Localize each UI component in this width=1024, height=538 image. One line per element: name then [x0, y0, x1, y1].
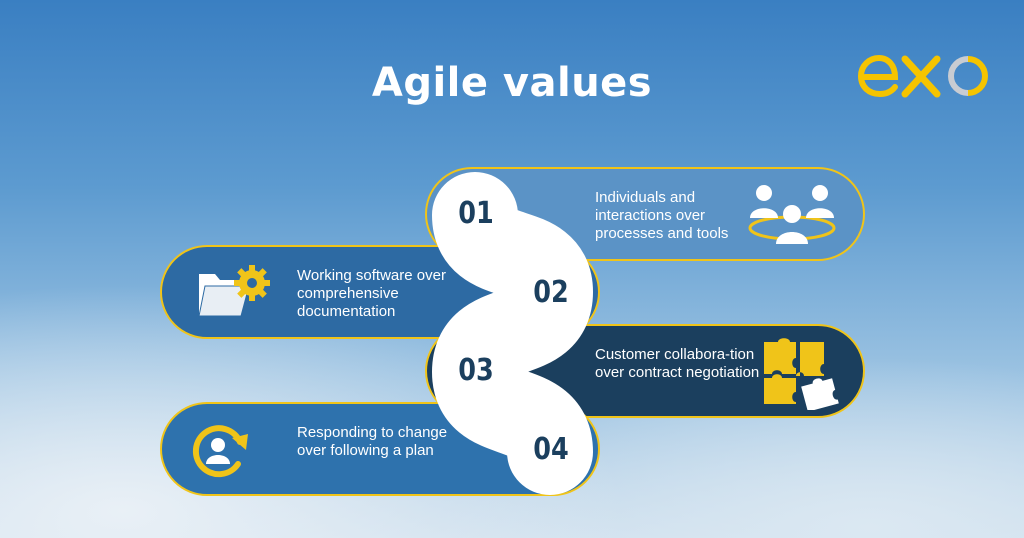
team-people-icon	[748, 185, 836, 244]
value-text-1: Individuals and interactions over proces…	[595, 189, 729, 242]
exo-logo	[855, 45, 995, 100]
step-number-2: 02	[533, 275, 569, 310]
value-text-2: Working software over comprehensive docu…	[297, 267, 446, 320]
value-text-4: Responding to change over following a pl…	[297, 424, 448, 459]
folder-gear-icon	[198, 265, 270, 317]
refresh-user-icon	[192, 425, 248, 478]
puzzle-pieces-icon	[764, 338, 839, 410]
step-number-4: 04	[533, 432, 569, 467]
step-number-1: 01	[458, 196, 494, 231]
value-text-3: Customer collabora-tion over contract ne…	[595, 346, 760, 381]
exo-logo-icon	[857, 54, 988, 98]
page-title: Agile values	[371, 60, 653, 106]
step-number-3: 03	[458, 353, 494, 388]
